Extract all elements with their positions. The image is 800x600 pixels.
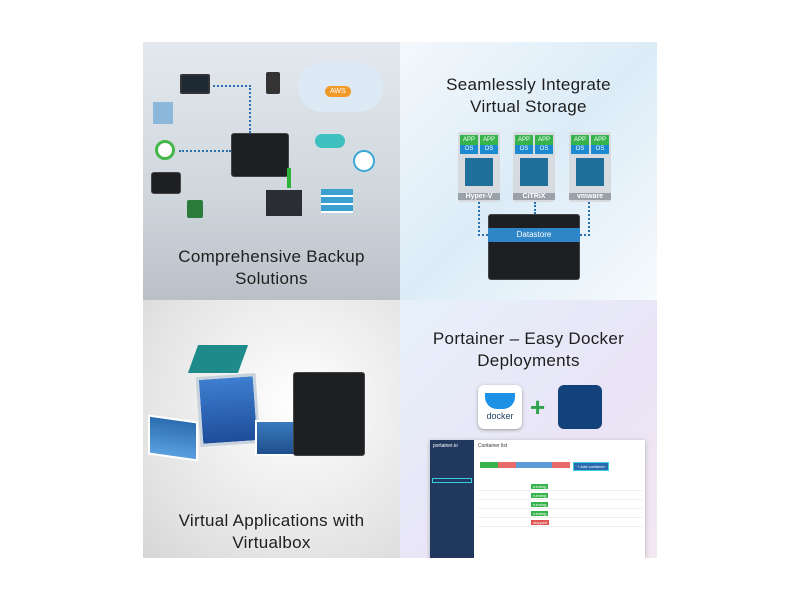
- portainer-sidebar: portainer.io: [430, 440, 474, 558]
- virtualbox-panel: Virtual Applications with Virtualbox: [143, 300, 400, 558]
- os-label: OS: [480, 145, 498, 154]
- table-row: running: [478, 482, 642, 491]
- laptop-icon: [180, 74, 210, 94]
- app-label: APP: [480, 135, 498, 145]
- docker-label: docker: [486, 411, 514, 421]
- virtual-storage-panel: Seamlessly Integrate Virtual Storage APP…: [400, 42, 657, 300]
- table-row: running: [478, 509, 642, 518]
- title-line: Seamlessly Integrate: [446, 75, 611, 94]
- screen-top-icon: [187, 345, 249, 373]
- os-label: OS: [591, 145, 609, 154]
- arrow-down-icon: [287, 168, 291, 188]
- action-buttons: [480, 462, 570, 468]
- container-list-title: Container list: [478, 443, 508, 449]
- title-line: Comprehensive Backup: [178, 247, 365, 266]
- backup-title: Comprehensive Backup Solutions: [143, 246, 400, 290]
- os-label: OS: [515, 145, 533, 154]
- datastore-label: Datastore: [488, 228, 580, 242]
- portainer-title: Portainer – Easy Docker Deployments: [400, 328, 657, 372]
- virtualbox-title: Virtual Applications with Virtualbox: [143, 510, 400, 554]
- portainer-logo: [558, 385, 602, 429]
- title-line: Portainer – Easy Docker: [432, 329, 625, 348]
- server-icon: [576, 158, 604, 186]
- server-icon: [520, 158, 548, 186]
- plus-sign: +: [530, 392, 546, 422]
- virtualbox-cube-icon: [195, 372, 261, 448]
- ftp-cloud-icon: [315, 134, 345, 148]
- table-row: stopped: [478, 518, 642, 527]
- central-nas-icon: [231, 133, 289, 177]
- title-line: Virtual Applications with: [178, 511, 365, 530]
- snapshot-icon: [353, 150, 375, 172]
- nas-small-icon: [151, 172, 181, 194]
- status-badge: running: [531, 483, 549, 489]
- app-label: APP: [515, 135, 533, 145]
- usb-drive-icon: [153, 102, 173, 124]
- status-badge: running: [531, 501, 549, 507]
- storage-stack-icon: [321, 189, 353, 213]
- server-icon: [465, 158, 493, 186]
- add-container-button: + Add container: [573, 462, 609, 471]
- app-label: APP: [460, 135, 478, 145]
- docker-logo: docker: [478, 385, 522, 429]
- nas-device: [293, 372, 365, 456]
- portainer-brand: portainer.io: [433, 443, 458, 449]
- portainer-ui-screenshot: portainer.io Container list + Add contai…: [430, 440, 645, 558]
- portainer-panel: Portainer – Easy Docker Deployments dock…: [400, 300, 657, 558]
- phone-icon: [266, 72, 280, 94]
- vmware-logo: vmware: [569, 193, 611, 200]
- title-line: Virtual Storage: [470, 97, 587, 116]
- container-table: running running running running stopped: [478, 482, 642, 527]
- status-badge: running: [531, 492, 549, 498]
- app-label: APP: [571, 135, 589, 145]
- os-label: OS: [460, 145, 478, 154]
- sync-icon: [155, 140, 175, 160]
- app-label: APP: [591, 135, 609, 145]
- storage-title: Seamlessly Integrate Virtual Storage: [400, 74, 657, 118]
- title-line: Deployments: [477, 351, 580, 370]
- title-line: Virtualbox: [232, 533, 311, 552]
- sidebar-item-containers: [432, 478, 472, 483]
- app-label: APP: [535, 135, 553, 145]
- status-badge: running: [531, 510, 549, 516]
- os-label: OS: [535, 145, 553, 154]
- table-row: running: [478, 491, 642, 500]
- os-label: OS: [571, 145, 589, 154]
- nas-device: [488, 214, 580, 280]
- drive-icon: [187, 200, 203, 218]
- status-badge: stopped: [531, 519, 550, 525]
- table-row: running: [478, 500, 642, 509]
- title-line: Solutions: [235, 269, 308, 288]
- app-window-icon: [255, 420, 299, 456]
- app-window-icon: [148, 414, 198, 462]
- aws-logo: AWS: [325, 86, 351, 97]
- tape-drives-icon: [266, 190, 302, 216]
- backup-panel: AWS Comprehensive Backup Solutions: [143, 42, 400, 300]
- citrix-logo: CiTRiX: [513, 193, 555, 200]
- hyper-v-logo: Hyper-V: [458, 193, 500, 200]
